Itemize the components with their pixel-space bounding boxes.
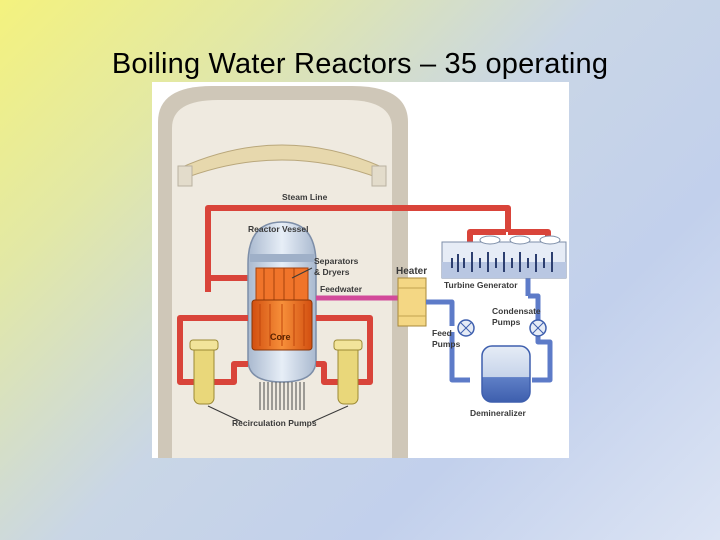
turbine-generator-label: Turbine Generator xyxy=(444,280,518,290)
core-label: Core xyxy=(270,332,291,342)
feed-pumps-label-2: Pumps xyxy=(432,339,461,349)
condensate-loop xyxy=(426,278,553,383)
condensate-pump-left xyxy=(457,319,475,337)
feedwater-label: Feedwater xyxy=(320,284,363,294)
separators-dryers xyxy=(255,267,309,301)
recirculation-pump-right xyxy=(333,339,363,405)
demineralizer xyxy=(481,345,531,403)
recirculation-pumps-label: Recirculation Pumps xyxy=(232,418,317,428)
condensate-label-1: Condensate xyxy=(492,306,541,316)
heater xyxy=(397,277,427,327)
dryers-label: & Dryers xyxy=(314,267,350,277)
condensate-pump-right xyxy=(529,319,547,337)
turbine-generator xyxy=(441,235,567,279)
demineralizer-label: Demineralizer xyxy=(470,408,526,418)
steam-line-label: Steam Line xyxy=(282,192,328,202)
feed-pumps-label-1: Feed xyxy=(432,328,452,338)
condensate-label-2: Pumps xyxy=(492,317,521,327)
recirculation-pump-left xyxy=(189,339,219,405)
reactor-vessel-label: Reactor Vessel xyxy=(248,224,308,234)
reactor-core xyxy=(251,299,313,351)
separators-label: Separators xyxy=(314,256,359,266)
heater-label: Heater xyxy=(396,266,427,277)
slide-title: Boiling Water Reactors – 35 operating xyxy=(111,48,609,80)
bwr-diagram: Steam Line Reactor Vessel Separators & D… xyxy=(152,82,569,458)
recirculation-loops xyxy=(177,315,373,385)
control-rods xyxy=(259,382,305,410)
